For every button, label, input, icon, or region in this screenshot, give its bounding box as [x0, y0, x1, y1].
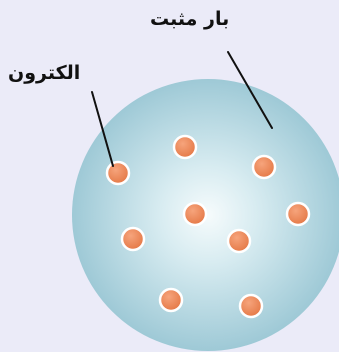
electron-6: [122, 228, 144, 250]
electron-5: [287, 203, 309, 225]
electron-7: [228, 230, 250, 252]
positive-charge-label: بار مثبت: [150, 10, 229, 29]
electron-4: [184, 203, 206, 225]
electron-3: [253, 156, 275, 178]
electron-1: [107, 162, 129, 184]
electron-9: [240, 295, 262, 317]
electron-8: [160, 289, 182, 311]
electron-2: [174, 136, 196, 158]
electron-label: الکترون: [8, 64, 80, 83]
